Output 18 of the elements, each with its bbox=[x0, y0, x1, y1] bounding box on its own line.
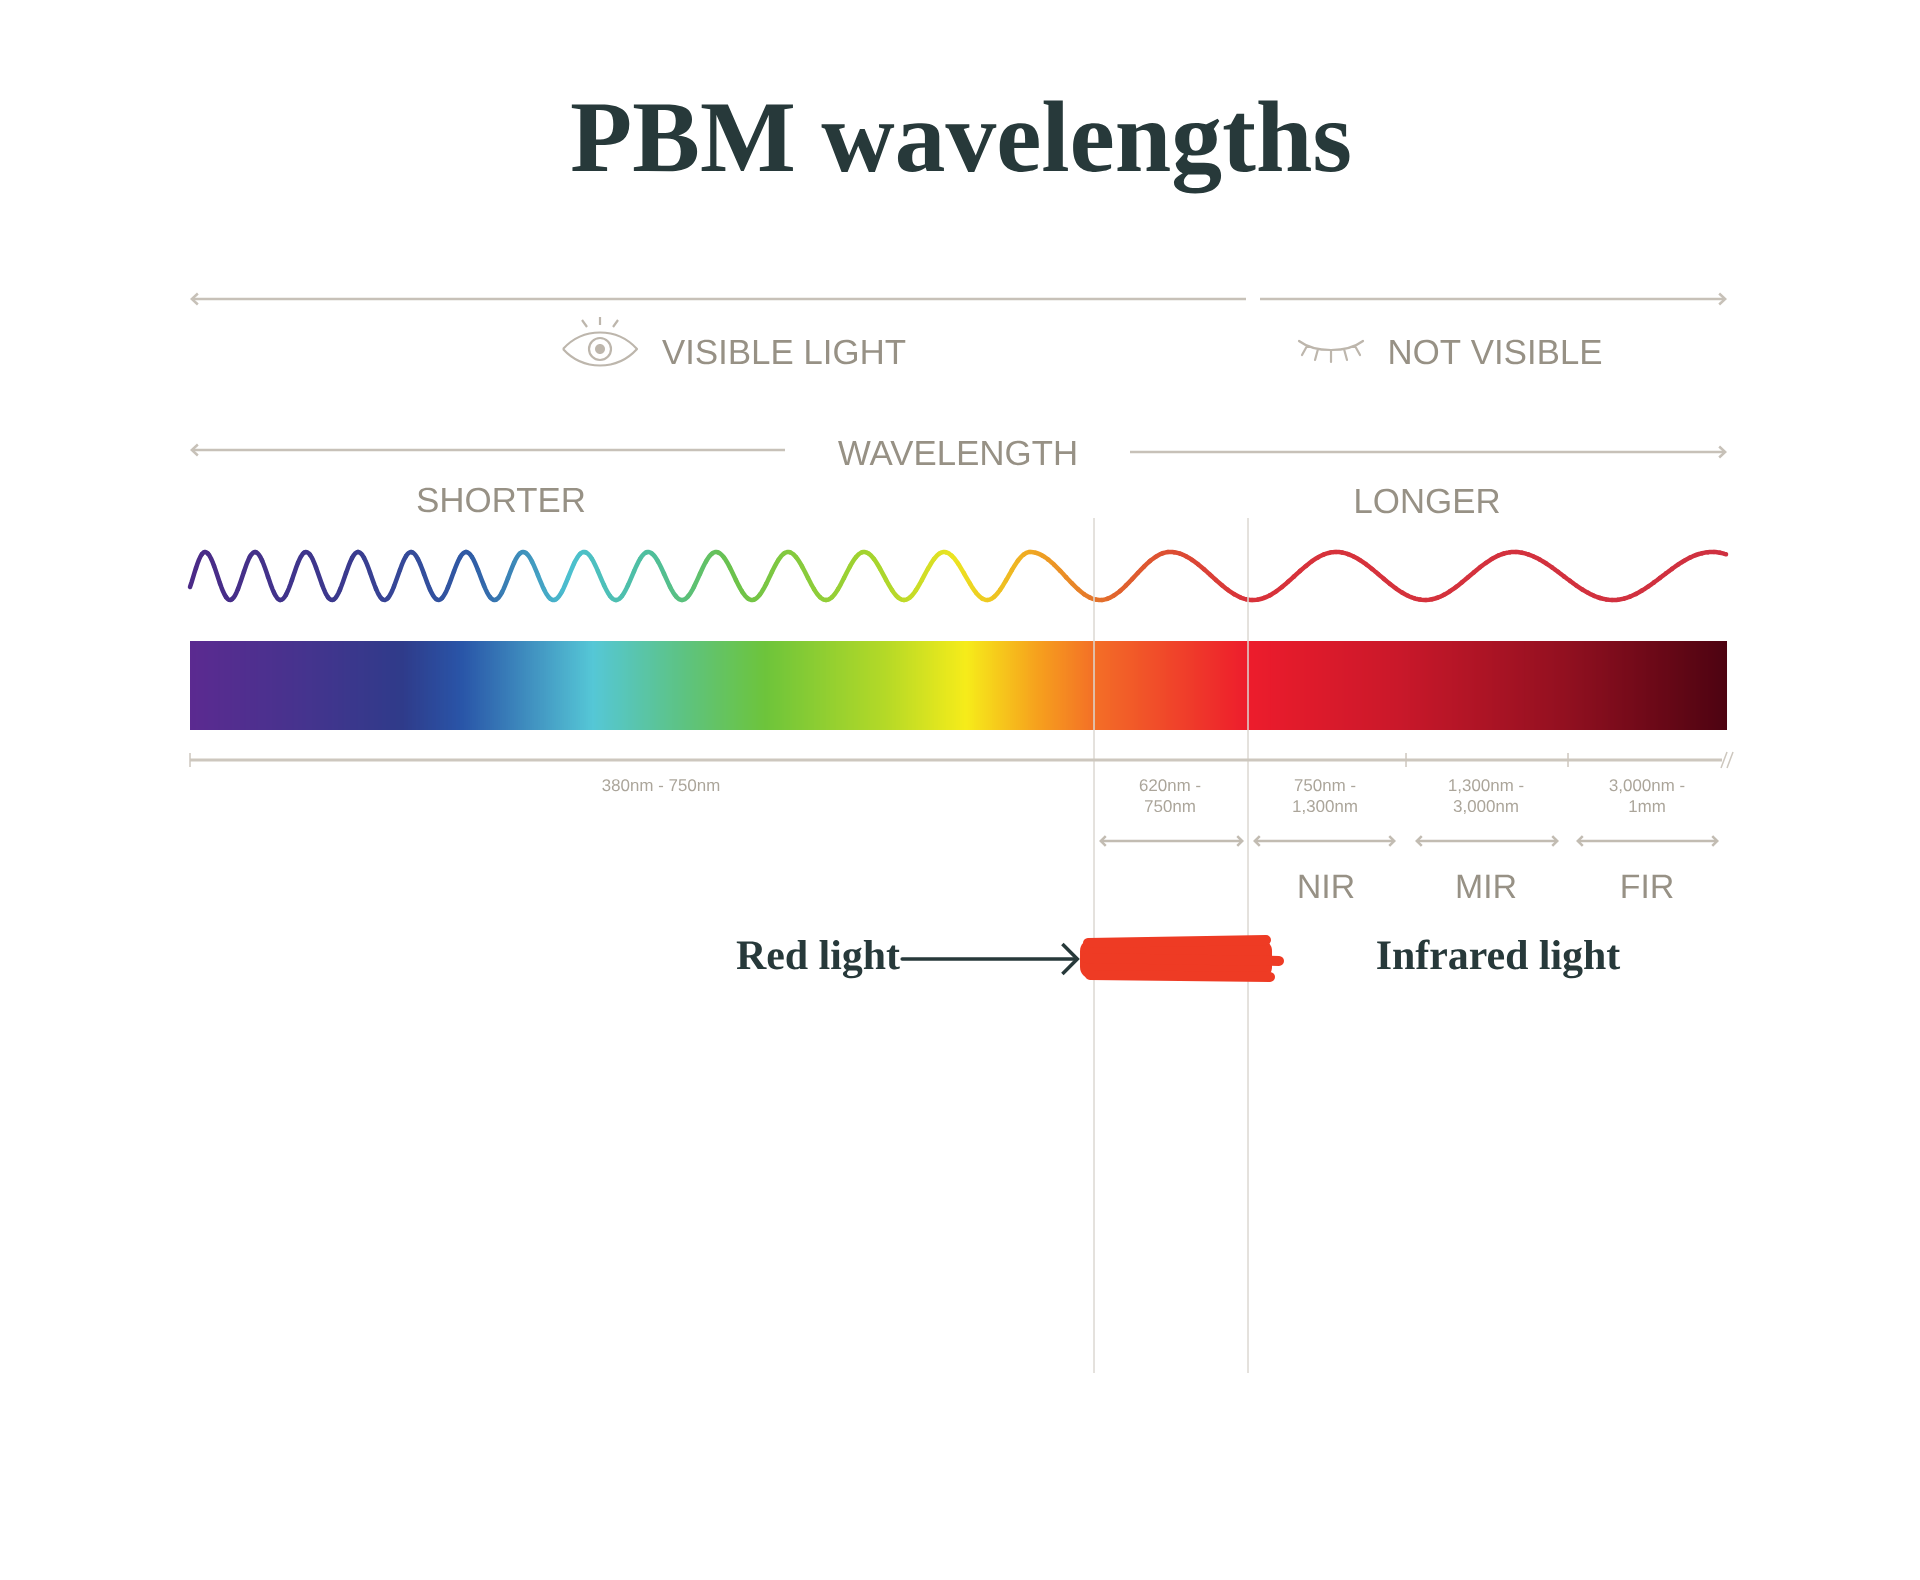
band-label: FIR bbox=[1622, 874, 1673, 898]
callout-text: Red light bbox=[736, 939, 900, 979]
range-label: 620nm - 750nm bbox=[1139, 779, 1201, 813]
arrow bbox=[900, 942, 1080, 976]
range-label: 3,000nm - 1mm bbox=[1609, 779, 1685, 812]
callout-text: Infrared light bbox=[1377, 939, 1621, 979]
section-label: VISIBLE LIGHT bbox=[662, 339, 906, 365]
title: PBM wavelengths bbox=[571, 100, 1350, 194]
band-label: NIR bbox=[1299, 874, 1354, 898]
section-label: NOT VISIBLE bbox=[1390, 339, 1602, 365]
range-label: 1,300nm - 3,000nm bbox=[1449, 779, 1524, 815]
axis-label: WAVELENGTH bbox=[838, 440, 1076, 466]
band-label: MIR bbox=[1457, 874, 1516, 898]
direction-label: LONGER bbox=[1356, 488, 1499, 514]
range-label: 750nm - 1,300nm bbox=[1293, 779, 1357, 815]
brush-stroke bbox=[1080, 935, 1284, 982]
direction-label: SHORTER bbox=[417, 487, 585, 513]
range-label: 380nm - 750nm bbox=[602, 779, 720, 792]
